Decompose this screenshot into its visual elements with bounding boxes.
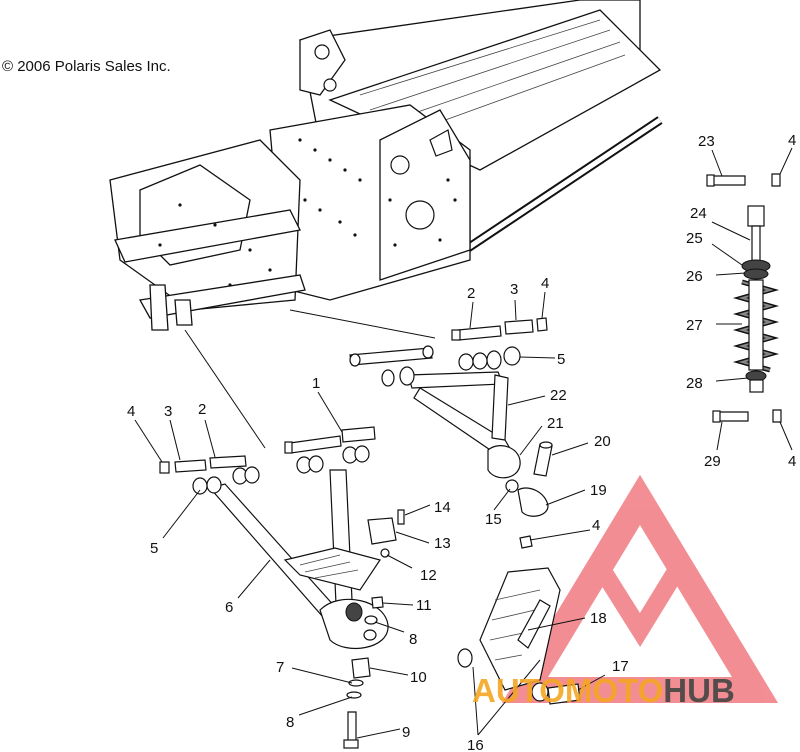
callout-23: 23 — [698, 133, 715, 150]
callout-8: 8 — [409, 631, 417, 648]
callout-26: 26 — [686, 268, 703, 285]
callout-18: 18 — [590, 610, 607, 627]
upper-arm-hardware — [349, 317, 548, 371]
watermark-part2: MOTO — [565, 672, 663, 709]
watermark-logo-text: AUTOMOTOHUB — [472, 672, 735, 709]
shock-absorber — [706, 173, 782, 423]
callout-labels: 1 2 2 3 3 4 4 4 4 4 5 5 6 7 8 8 9 10 11 … — [127, 132, 796, 752]
callout-19: 19 — [590, 482, 607, 499]
callout-25: 25 — [686, 230, 703, 247]
callout-9: 9 — [402, 724, 410, 741]
callout-4: 4 — [541, 275, 549, 292]
mounting-reference-lines — [184, 309, 436, 449]
spindle — [457, 567, 581, 705]
callout-24: 24 — [690, 205, 707, 222]
callout-12: 12 — [420, 567, 437, 584]
chassis-frame — [109, 0, 663, 331]
callout-4: 4 — [592, 517, 600, 534]
callout-27: 27 — [686, 317, 703, 334]
callout-4: 4 — [788, 453, 796, 470]
callout-3: 3 — [164, 403, 172, 420]
callout-5: 5 — [150, 540, 158, 557]
frame-rivets — [158, 138, 457, 287]
watermark-logo-triangle — [501, 474, 779, 703]
callout-15: 15 — [485, 511, 502, 528]
callout-28: 28 — [686, 375, 703, 392]
callout-1: 1 — [312, 375, 320, 392]
callout-16: 16 — [467, 737, 484, 752]
callout-3: 3 — [510, 281, 518, 298]
callout-6: 6 — [225, 599, 233, 616]
callout-22: 22 — [550, 387, 567, 404]
upper-a-arm — [381, 346, 521, 479]
lower-arm-hardware — [159, 426, 405, 749]
callout-8: 8 — [286, 714, 294, 731]
callout-leaders — [134, 147, 793, 739]
callout-17: 17 — [612, 658, 629, 675]
callout-2: 2 — [467, 285, 475, 302]
callout-7: 7 — [276, 659, 284, 676]
spindle-hardware — [505, 441, 553, 549]
callout-11: 11 — [416, 597, 432, 614]
callout-5: 5 — [557, 351, 565, 368]
callout-4: 4 — [127, 403, 135, 420]
copyright-notice: © 2006 Polaris Sales Inc. — [2, 58, 171, 75]
callout-13: 13 — [434, 535, 451, 552]
callout-4: 4 — [788, 132, 796, 149]
svg-text:AUTOMOTOHUB: AUTOMOTOHUB — [472, 672, 735, 709]
callout-2: 2 — [198, 401, 206, 418]
callout-29: 29 — [704, 453, 721, 470]
callout-10: 10 — [410, 669, 427, 686]
watermark-part1: AUTO — [472, 672, 565, 709]
callout-21: 21 — [547, 415, 564, 432]
lower-a-arm — [208, 469, 389, 649]
watermark-part3: HUB — [663, 672, 735, 709]
callout-20: 20 — [594, 433, 611, 450]
callout-14: 14 — [434, 499, 451, 516]
